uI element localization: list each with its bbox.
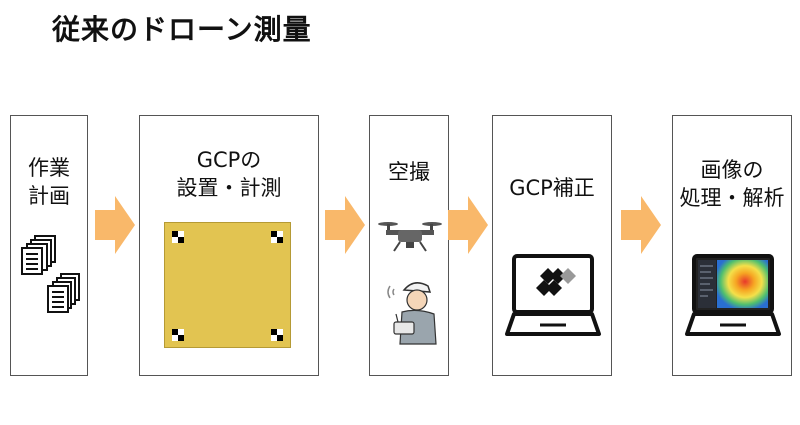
operator-icon	[387, 282, 437, 345]
step-box-gcp-correction: GCP補正	[492, 115, 612, 376]
gcp-marker-icon	[172, 231, 184, 243]
step-label-gcp-correction: GCP補正	[509, 176, 595, 200]
laptop-icon	[505, 254, 601, 336]
laptop-icon	[685, 254, 781, 336]
documents-icon	[21, 235, 80, 313]
gcp-marker-icon	[271, 329, 283, 341]
page-title: 従来のドローン測量	[52, 13, 312, 46]
step-label-gcp-setup: GCPの 設置・計測	[176, 148, 282, 201]
gcp-panel	[164, 222, 291, 348]
step-box-image-processing: 画像の 処理・解析	[672, 115, 792, 376]
flow-arrow-3	[448, 196, 488, 254]
flow-arrow-4	[621, 196, 661, 254]
step-label-image-processing: 画像の 処理・解析	[679, 158, 785, 211]
gcp-marker-icon	[271, 231, 283, 243]
flow-arrow-1	[95, 196, 135, 254]
step-label-planning: 作業 計画	[28, 156, 70, 209]
gcp-marker-icon	[172, 329, 184, 341]
drone-icon	[378, 222, 442, 252]
step-label-aerial-photo: 空撮	[388, 160, 430, 184]
flow-arrow-2	[325, 196, 365, 254]
step-box-aerial-photo: 空撮	[369, 115, 449, 376]
step-box-planning: 作業 計画	[10, 115, 88, 376]
